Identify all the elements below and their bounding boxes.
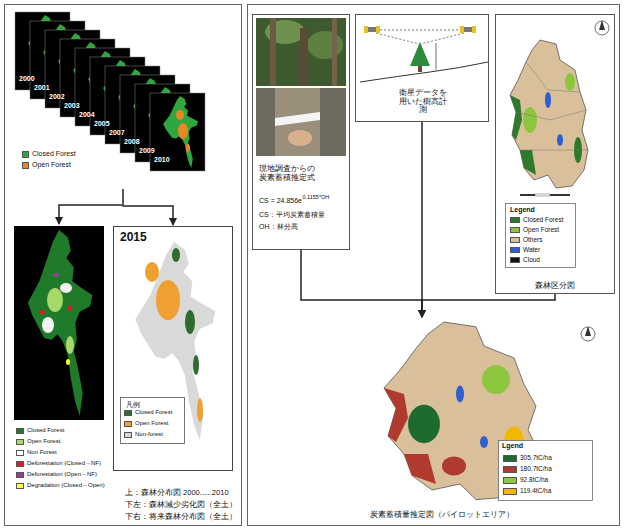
- year-label: 2002: [49, 93, 65, 101]
- legend-heading: 凡例: [126, 401, 140, 409]
- legend-text: Non Forest: [27, 449, 57, 456]
- legend-swatch: [503, 466, 517, 473]
- formula-exponent: 0.1155*OH: [303, 194, 330, 200]
- map-caption: 森林区分図: [496, 281, 614, 290]
- year-label: 2001: [34, 84, 50, 92]
- legend-swatch: [22, 151, 29, 158]
- branch-arrow: [59, 205, 122, 224]
- legend-text: Open Forest: [135, 420, 168, 427]
- caption-text: 下右：将来森林分布図（全土）: [125, 513, 237, 522]
- year-label: 2003: [64, 102, 80, 110]
- year-label: 2004: [79, 111, 95, 119]
- legend-swatch: [510, 257, 520, 263]
- panel-frame: [248, 5, 620, 526]
- legend-text: Closed Forest: [32, 150, 76, 158]
- legend-text: Others: [523, 236, 543, 243]
- legend-swatch: [16, 472, 24, 478]
- legend-heading: Legend: [510, 206, 535, 214]
- legend-text: Open Forest: [27, 438, 60, 445]
- deforestation-map: [14, 226, 104, 420]
- formula-note: CS：平均炭素蓄積量: [259, 211, 325, 219]
- flow-arrow: [301, 250, 422, 317]
- year-label: 2007: [109, 129, 125, 137]
- legend-swatch: [503, 477, 517, 484]
- caption-text: 上：森林分布図 2000‥‥.2010: [125, 489, 229, 498]
- legend-text: Open Forest: [32, 161, 71, 169]
- year-label: 2009: [139, 147, 155, 155]
- field-survey-box: 現地調査からの 炭素蓄積推定式 CS = 24.856e0.1155*OH CS：平…: [252, 14, 350, 250]
- legend-swatch: [510, 227, 520, 233]
- legend-text: Open Forest: [523, 226, 559, 233]
- legend-swatch: [510, 217, 520, 223]
- legend-text: 305.7tC/ha: [520, 454, 552, 461]
- carbon-map: [384, 322, 595, 501]
- legend-swatch: [16, 461, 24, 467]
- year-label: 2008: [124, 138, 140, 146]
- carbon-map-box: Lgend 炭素蓄積量推定図（パイロットエリア）: [368, 318, 604, 522]
- legend-text: Deforestation (Open→NF): [27, 471, 97, 478]
- legend-swatch: [124, 432, 132, 438]
- legend-text: Deforestation (Closed→NF): [27, 460, 101, 467]
- box-heading: 現地調査からの 炭素蓄積推定式: [259, 165, 315, 182]
- legend-text: Degradation (Closed→Open): [27, 482, 105, 489]
- left-panel: 上：森林分布図 2000‥‥.2010 下左：森林減少劣化図（全土） 下右：将来森林…: [4, 4, 242, 526]
- year-label: 2005: [94, 120, 110, 128]
- legend-swatch: [22, 162, 29, 169]
- legend-text: Closed Forest: [523, 216, 563, 223]
- map-caption: 炭素蓄積量推定図（パイロットエリア）: [370, 510, 514, 519]
- legend-text: Water: [523, 246, 540, 253]
- caption-text: 下左：森林減少劣化図（全土）: [125, 501, 237, 510]
- classification-map: [506, 20, 610, 268]
- legend-text: Closed Forest: [27, 427, 64, 434]
- legend-text: 92.8tC/ha: [520, 476, 548, 483]
- flow-arrow: [123, 189, 173, 225]
- legend-text: 180.7tC/ha: [520, 465, 552, 472]
- legend-swatch: [510, 247, 520, 253]
- legend-text: Cloud: [523, 256, 540, 263]
- formula-text: CS = 24.856e: [259, 197, 302, 205]
- legend-swatch: [16, 483, 24, 489]
- box-caption: 衛星データを 用いた樹高計測: [396, 89, 450, 115]
- flow-arrow: [422, 294, 555, 317]
- legend-swatch: [503, 455, 517, 462]
- map-stack: [15, 12, 205, 171]
- legend-swatch: [16, 450, 24, 456]
- year-heading: 2015: [120, 231, 147, 245]
- field-photo: [256, 18, 346, 156]
- flow-arrow: [421, 122, 423, 317]
- legend-text: 119.4tC/ha: [520, 487, 551, 494]
- forecast-map: [121, 242, 216, 444]
- legend-swatch: [510, 237, 520, 243]
- satellite-illustration: [360, 26, 488, 82]
- legend-swatch: [16, 428, 24, 434]
- legend-swatch: [503, 488, 517, 495]
- year-label: 2010: [154, 156, 170, 164]
- legend-swatch: [124, 410, 132, 416]
- year-label: 2000: [19, 75, 35, 83]
- satellite-box: 衛星データを 用いた樹高計測: [355, 14, 489, 122]
- legend-swatch: [16, 439, 24, 445]
- formula-note: OH：林分高: [259, 223, 298, 231]
- legend-heading: Lgend: [502, 442, 523, 450]
- legend-text: Closed Forest: [135, 409, 172, 416]
- legend-swatch: [124, 421, 132, 427]
- legend-text: Non-forest: [135, 431, 163, 438]
